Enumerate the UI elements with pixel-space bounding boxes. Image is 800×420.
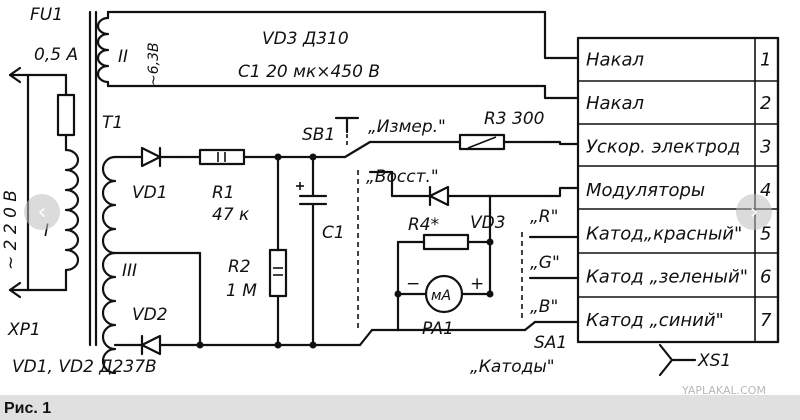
- label-pos-r: „R": [530, 207, 558, 227]
- label-winding-2-voltage: ~6,3В: [146, 42, 162, 86]
- connector-row-name: Накал: [586, 93, 644, 114]
- label-vd2: VD2: [132, 305, 168, 325]
- label-r2-value: 1 М: [226, 281, 257, 301]
- connector-row-name: Модуляторы: [586, 180, 705, 201]
- label-vd3-type: VD3 Д310: [262, 29, 349, 49]
- capacitor-c1: [296, 155, 328, 347]
- resistor-r4: [396, 233, 494, 251]
- mains-lead: [8, 66, 68, 299]
- chevron-left-icon: ‹: [37, 199, 47, 225]
- label-pos-b: „B": [530, 297, 558, 317]
- socket-xs1: [658, 343, 697, 377]
- label-c1-rating: C1 20 мк×450 В: [238, 62, 380, 82]
- label-diodes-note: VD1, VD2 Д237В: [12, 357, 157, 377]
- switch-sb1: [334, 116, 462, 347]
- label-winding-2: II: [118, 47, 128, 67]
- next-image-button[interactable]: ›: [736, 194, 772, 230]
- label-r1: R1: [212, 183, 235, 203]
- previous-image-button[interactable]: ‹: [24, 194, 60, 230]
- label-pos-g: „G": [530, 253, 560, 273]
- label-fu1: FU1: [30, 5, 63, 25]
- label-meter-plus: +: [470, 274, 484, 294]
- label-vd1: VD1: [132, 183, 168, 203]
- diode-vd2: [133, 334, 202, 356]
- connector-row-pin: 6: [760, 267, 771, 288]
- hv-wires: [113, 155, 202, 347]
- transformer-core: [88, 10, 98, 347]
- diode-vd3: [390, 170, 580, 244]
- connector-row-name: Катод„красный": [586, 223, 742, 244]
- label-r2: R2: [228, 257, 251, 277]
- label-vd3: VD3: [470, 213, 506, 233]
- connector-row-name: Ускор. электрод: [586, 137, 740, 158]
- filament-wires: [106, 10, 580, 100]
- label-mains: ~ 2 2 0 В: [1, 190, 21, 270]
- figure-caption: Рис. 1: [4, 400, 51, 417]
- label-cathodes: „Катоды": [470, 357, 555, 377]
- connector-row-name: Катод „синий": [586, 310, 724, 331]
- label-r4: R4*: [408, 215, 439, 235]
- label-fu1-current: 0,5 A: [34, 45, 78, 65]
- label-winding-1: I: [44, 221, 49, 241]
- label-xs1: XS1: [697, 351, 731, 371]
- fuse-fu1: [8, 73, 76, 152]
- resistor-r3: [458, 133, 580, 151]
- label-r3: R3 300: [484, 109, 544, 129]
- label-sb1: SB1: [302, 125, 335, 145]
- label-r1-value: 47 к: [212, 205, 250, 225]
- label-winding-3: III: [122, 261, 137, 281]
- junction: [274, 341, 282, 349]
- label-c1: C1: [322, 223, 345, 243]
- connector-row-pin: 5: [760, 223, 771, 244]
- diode-vd1: [133, 146, 184, 168]
- connector-row-pin: 3: [760, 137, 771, 158]
- caption-bar: [0, 395, 800, 420]
- winding-filament: [96, 10, 110, 88]
- label-meter-unit: мА: [431, 288, 451, 304]
- label-restore: „Восст.": [366, 167, 439, 187]
- label-meter-minus: −: [406, 274, 420, 294]
- connector-table: [576, 36, 780, 344]
- winding-primary: [64, 148, 80, 272]
- connector-row-name: Накал: [586, 50, 644, 71]
- label-sa1: SA1: [534, 333, 567, 353]
- label-t1: T1: [102, 113, 123, 133]
- resistor-r1: [180, 148, 280, 166]
- switch-sa1: [396, 232, 580, 332]
- junction: [309, 341, 317, 349]
- winding-hv: [101, 155, 117, 375]
- connector-row-name: Катод „зеленый": [586, 267, 748, 288]
- connector-row-pin: 1: [760, 50, 771, 71]
- label-pa1: PA1: [422, 319, 454, 339]
- connector-row-pin: 2: [760, 93, 771, 114]
- meter-pa1: [394, 240, 494, 332]
- label-xp1: XP1: [7, 320, 41, 340]
- resistor-r2: [268, 155, 288, 347]
- connector-row-pin: 7: [760, 310, 772, 331]
- watermark: YAPLAKAL.COM: [681, 384, 766, 397]
- junction: [196, 341, 204, 349]
- label-measure: „Измер.": [368, 117, 446, 137]
- connector-row-pin: 4: [760, 180, 771, 201]
- chevron-right-icon: ›: [749, 199, 759, 225]
